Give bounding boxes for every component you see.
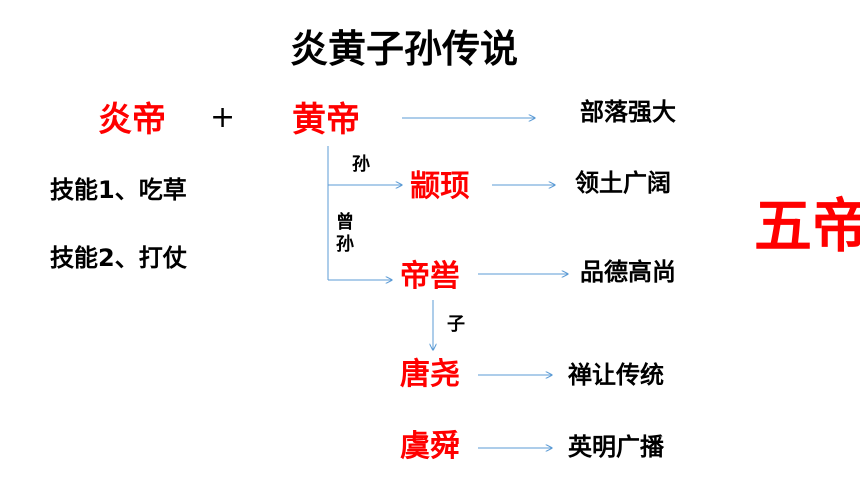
yandi-skill-2: 技能2、打仗 (50, 244, 187, 272)
zhuanxu-desc: 领土广阔 (575, 169, 671, 197)
yushun-desc: 英明广播 (568, 433, 664, 461)
relation-son: 子 (447, 314, 465, 335)
tangyao-desc: 禅让传统 (568, 361, 664, 389)
huangdi-name: 黄帝 (292, 100, 360, 140)
relation-great-grandson: 曾孙 (336, 212, 354, 255)
diku-desc: 品德高尚 (580, 258, 676, 286)
page-title: 炎黄子孙传说 (290, 27, 519, 71)
relation-grandson: 孙 (352, 154, 370, 175)
yandi-skill-1: 技能1、吃草 (50, 176, 187, 204)
huangdi-desc: 部落强大 (580, 98, 676, 126)
yushun-name: 虞舜 (400, 429, 460, 464)
zhuanxu-name: 颛顼 (410, 169, 470, 204)
tangyao-name: 唐尧 (400, 357, 460, 392)
diku-name: 帝喾 (400, 259, 460, 294)
yandi-name: 炎帝 (98, 100, 166, 140)
plus-sign: + (210, 100, 236, 135)
